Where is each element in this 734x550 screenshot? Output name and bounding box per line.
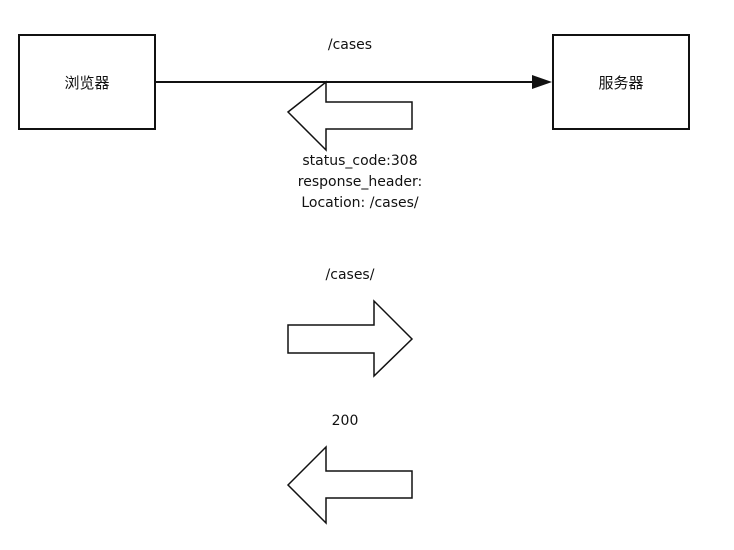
server-label: 服务器 bbox=[598, 73, 644, 92]
ok-response-arrow bbox=[286, 445, 413, 525]
second-request-path-label: /cases/ bbox=[325, 267, 375, 283]
request-arrowhead bbox=[532, 75, 552, 89]
request-path-label: /cases bbox=[327, 37, 373, 53]
redirect-response-arrow bbox=[286, 80, 413, 152]
browser-label: 浏览器 bbox=[64, 73, 110, 92]
redirect-response-text: status_code:308 response_header: Locatio… bbox=[260, 151, 460, 214]
redirect-status-label: status_code:308 bbox=[302, 153, 418, 169]
redirect-location-label: Location: /cases/ bbox=[301, 195, 419, 211]
redirect-header-label: response_header: bbox=[297, 174, 423, 190]
server-node: 服务器 bbox=[552, 34, 690, 130]
ok-status-label: 200 bbox=[331, 413, 359, 429]
second-request-arrow bbox=[287, 299, 414, 378]
browser-node: 浏览器 bbox=[18, 34, 156, 130]
